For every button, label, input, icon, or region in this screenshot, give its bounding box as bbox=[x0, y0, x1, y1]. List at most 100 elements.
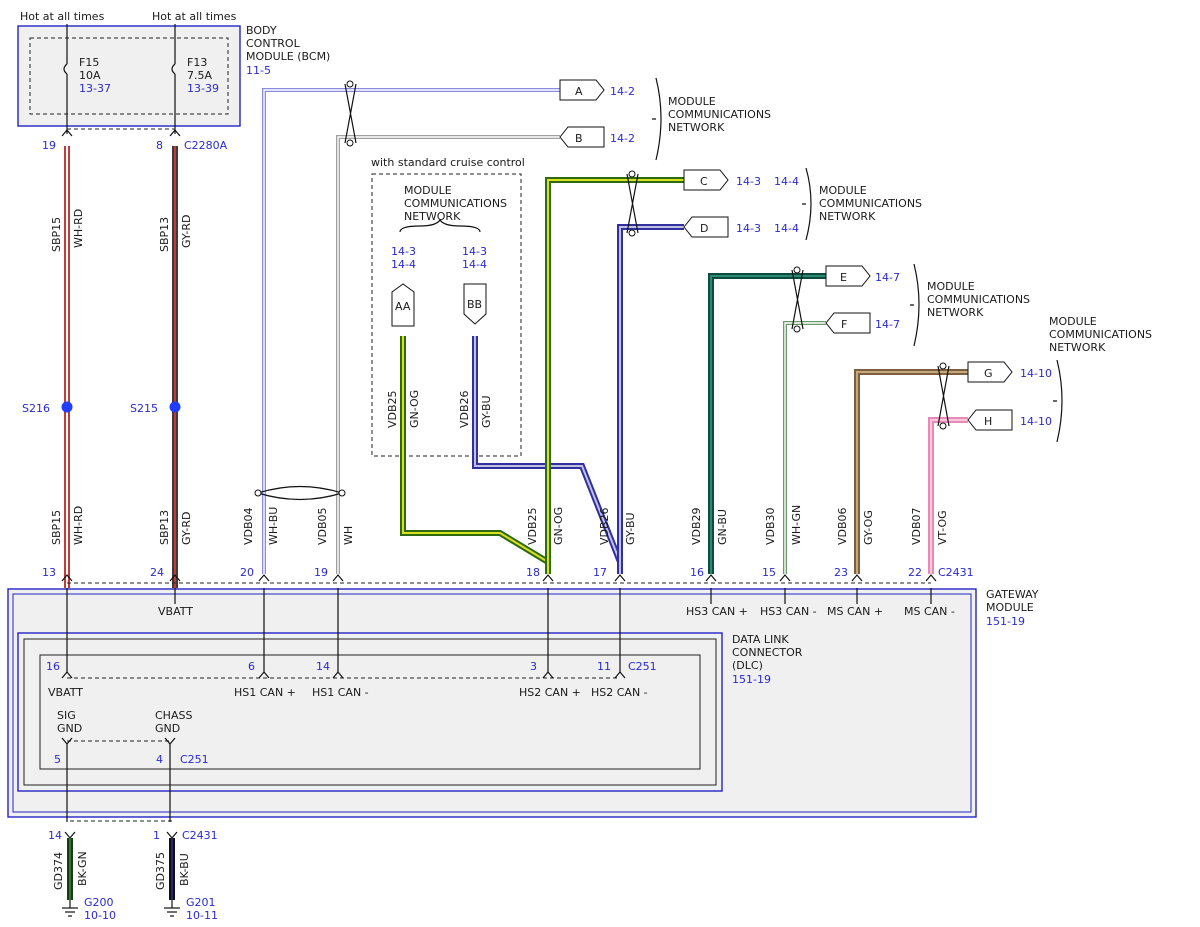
connector-bb-ref1: 14-3 bbox=[462, 245, 487, 258]
wire-label-sbp15-bottom: SBP15 bbox=[50, 510, 63, 545]
fuse-f13-rating: 7.5A bbox=[187, 69, 212, 82]
wire-label-vdb25-cruise: VDB25 bbox=[386, 390, 399, 428]
dlc-hs1-can-minus: HS1 CAN - bbox=[312, 686, 369, 699]
pin-19-gw: 19 bbox=[314, 566, 328, 579]
dlc-hs1-can-plus: HS1 CAN + bbox=[234, 686, 296, 699]
connector-c2280a: C2280A bbox=[184, 139, 228, 152]
connector-c2431: C2431 bbox=[938, 566, 974, 579]
dlc-pin-4: 4 bbox=[156, 753, 163, 766]
wire-color-gnbu: GN-BU bbox=[716, 509, 729, 545]
wire-label-vdb26-cruise: VDB26 bbox=[458, 390, 471, 428]
gateway-hs3-can-minus: HS3 CAN - bbox=[760, 605, 817, 618]
connector-a-label: A bbox=[575, 85, 583, 98]
connector-bb-icon bbox=[463, 283, 487, 325]
wire-color-gyrd-bottom: GY-RD bbox=[180, 512, 193, 545]
gateway-hs3-can-plus: HS3 CAN + bbox=[686, 605, 748, 618]
bcm-box bbox=[17, 25, 241, 127]
connector-aa-ref1: 14-3 bbox=[391, 245, 416, 258]
brace-gh-icon bbox=[1053, 359, 1063, 443]
dlc-box bbox=[17, 632, 723, 792]
ground-g200: G200 bbox=[84, 896, 114, 909]
connector-aa-label: AA bbox=[395, 300, 411, 313]
twist-ab-top-icon bbox=[344, 83, 357, 144]
ground-g201-ref: 10-11 bbox=[186, 909, 218, 922]
mcn-cruise-3: NETWORK bbox=[404, 210, 461, 223]
splice-s216: S216 bbox=[22, 402, 50, 415]
mcn-gh-2: COMMUNICATIONS bbox=[1049, 328, 1152, 341]
wire-label-gd374: GD374 bbox=[52, 852, 65, 890]
gateway-vbatt: VBATT bbox=[158, 605, 193, 618]
wire-label-vdb26: VDB26 bbox=[598, 507, 611, 545]
mcn-cd-1: MODULE bbox=[819, 184, 867, 197]
dlc-connector-c251: C251 bbox=[628, 660, 657, 673]
pin-22: 22 bbox=[908, 566, 922, 579]
mcn-ef-2: COMMUNICATIONS bbox=[927, 293, 1030, 306]
wire-label-sbp13-bottom: SBP13 bbox=[158, 510, 171, 545]
pin-24: 24 bbox=[150, 566, 164, 579]
ground-g200-icon bbox=[62, 900, 78, 917]
mcn-ef-3: NETWORK bbox=[927, 306, 984, 319]
pin-19-bcm: 19 bbox=[42, 139, 56, 152]
twist-gh-icon bbox=[937, 365, 950, 427]
pin-16-gw: 16 bbox=[690, 566, 704, 579]
dlc-hs2-can-plus: HS2 CAN + bbox=[519, 686, 581, 699]
dlc-chass-gnd-2: GND bbox=[155, 722, 180, 735]
bcm-fuse-area bbox=[29, 37, 229, 115]
wire-color-wh: WH bbox=[342, 526, 355, 545]
gateway-ref: 151-19 bbox=[986, 615, 1025, 628]
wire-label-sbp15-top: SBP15 bbox=[50, 217, 63, 252]
dlc-pin-16: 16 bbox=[46, 660, 60, 673]
wire-label-vdb04: VDB04 bbox=[242, 507, 255, 545]
wire-color-vtog: VT-OG bbox=[936, 510, 949, 545]
hot-label-1: Hot at all times bbox=[20, 10, 105, 23]
mcn-cd-3: NETWORK bbox=[819, 210, 876, 223]
fuse-f13-icon bbox=[171, 63, 176, 75]
gateway-ms-can-plus: MS CAN + bbox=[827, 605, 883, 618]
pin-23: 23 bbox=[834, 566, 848, 579]
dlc-title-3: (DLC) bbox=[732, 659, 763, 672]
wire-label-gd375: GD375 bbox=[154, 852, 167, 890]
connector-f-label: F bbox=[841, 318, 847, 331]
wire-color-gnog: GN-OG bbox=[552, 507, 565, 545]
dlc-ref: 151-19 bbox=[732, 673, 771, 686]
dlc-title-2: CONNECTOR bbox=[732, 646, 803, 659]
connector-h-icon bbox=[967, 409, 1013, 431]
connector-aa-icon bbox=[391, 283, 415, 327]
gateway-module-box bbox=[7, 588, 977, 818]
dlc-pin-6: 6 bbox=[248, 660, 255, 673]
wire-color-gyrd-top: GY-RD bbox=[180, 215, 193, 248]
wire-label-vdb06: VDB06 bbox=[836, 507, 849, 545]
cruise-title: with standard cruise control bbox=[371, 156, 525, 169]
connector-g-ref: 14-10 bbox=[1020, 367, 1052, 380]
gateway-title-2: MODULE bbox=[986, 601, 1034, 614]
wire-color-whbu: WH-BU bbox=[267, 507, 280, 545]
wire-color-gnog-cruise: GN-OG bbox=[408, 390, 421, 428]
connector-b-ref: 14-2 bbox=[610, 132, 635, 145]
wire-vdb07 bbox=[928, 417, 968, 574]
pin-15: 15 bbox=[762, 566, 776, 579]
mcn-gh-1: MODULE bbox=[1049, 315, 1097, 328]
wire-label-vdb29: VDB29 bbox=[690, 507, 703, 545]
dlc-connector-c251-b: C251 bbox=[180, 753, 209, 766]
mcn-cruise-1: MODULE bbox=[404, 184, 452, 197]
twist-ab-bottom-icon bbox=[257, 485, 343, 501]
mcn-cd-2: COMMUNICATIONS bbox=[819, 197, 922, 210]
fuse-f13-name: F13 bbox=[187, 56, 207, 69]
wire-label-vdb30: VDB30 bbox=[764, 507, 777, 545]
fuse-f15-rating: 10A bbox=[79, 69, 101, 82]
connector-c-label: C bbox=[700, 175, 708, 188]
mcn-ab-3: NETWORK bbox=[668, 121, 725, 134]
dlc-pin-11: 11 bbox=[597, 660, 611, 673]
wire-color-whrd-top: WH-RD bbox=[72, 209, 85, 248]
dlc-vbatt: VBATT bbox=[48, 686, 83, 699]
connector-h-label: H bbox=[984, 415, 992, 428]
dlc-pin-14: 14 bbox=[316, 660, 330, 673]
splice-s215: S215 bbox=[130, 402, 158, 415]
dlc-pin-5: 5 bbox=[54, 753, 61, 766]
pin-8-bcm: 8 bbox=[156, 139, 163, 152]
fuse-f15-ref: 13-37 bbox=[79, 82, 111, 95]
connector-a-icon bbox=[559, 79, 605, 101]
dlc-hs2-can-minus: HS2 CAN - bbox=[591, 686, 648, 699]
splice-s216-dot bbox=[61, 401, 73, 413]
